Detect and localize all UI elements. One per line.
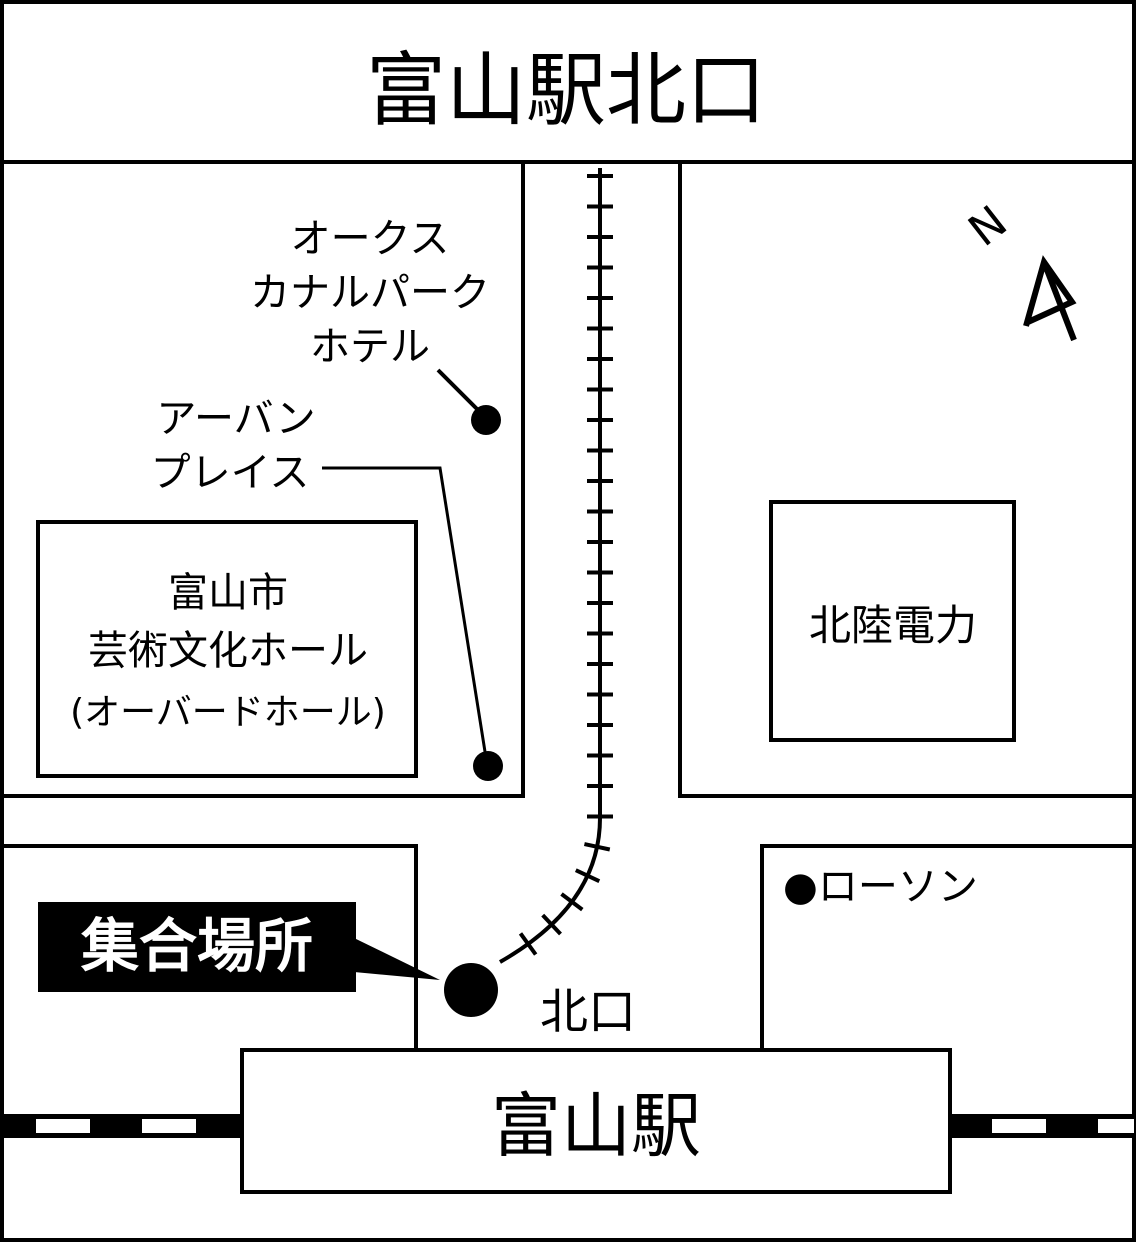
hokuriku-label: 北陸電力 [809,601,977,650]
tram-tie [574,868,601,884]
tram-tie [583,842,611,852]
tram-tie [518,932,538,956]
block-northwest [2,162,525,798]
svg-text:(オーバードホール): (オーバードホール) [70,692,386,733]
svg-text:ホテル: ホテル [310,324,430,370]
svg-text:アーバン: アーバン [156,396,315,442]
svg-text:カナルパーク: カナルパーク [250,270,490,316]
svg-text:富山市: 富山市 [168,570,288,616]
tram-tie [560,892,584,912]
railway-line [2,1114,1134,1138]
hall-building [36,520,418,778]
meeting-point-marker [444,963,498,1017]
meeting-point-label: 集合場所 [80,912,313,980]
block-southeast [760,844,1134,1050]
svg-text:芸術文化ホール: 芸術文化ホール [88,628,368,674]
station-label: 富山駅 [491,1085,701,1167]
tram-line [499,168,613,964]
svg-text:オークス: オークス [291,216,450,262]
hall-label: 富山市 芸術文化ホール (オーバードホール) [70,570,386,733]
meeting-point-callout [38,902,356,992]
tram-tie [541,913,562,936]
block-southwest [2,844,418,1050]
oakus-hotel-marker [471,405,501,435]
north-exit-label: 北口 [540,984,636,1040]
block-northeast [678,162,1134,798]
urban-place-marker [473,751,503,781]
urban-place-label: アーバン プレイス [151,396,316,496]
urban-leader [322,466,488,759]
svg-text:プレイス: プレイス [151,450,310,496]
meeting-point-pointer [354,938,440,980]
hokuriku-building [769,500,1016,742]
lawson-label: ●ローソン [783,864,978,910]
map-title: 富山駅北口 [366,44,766,137]
oakus-hotel-label: オークス カナルパーク ホテル [250,216,490,370]
oakus-leader [436,368,482,414]
